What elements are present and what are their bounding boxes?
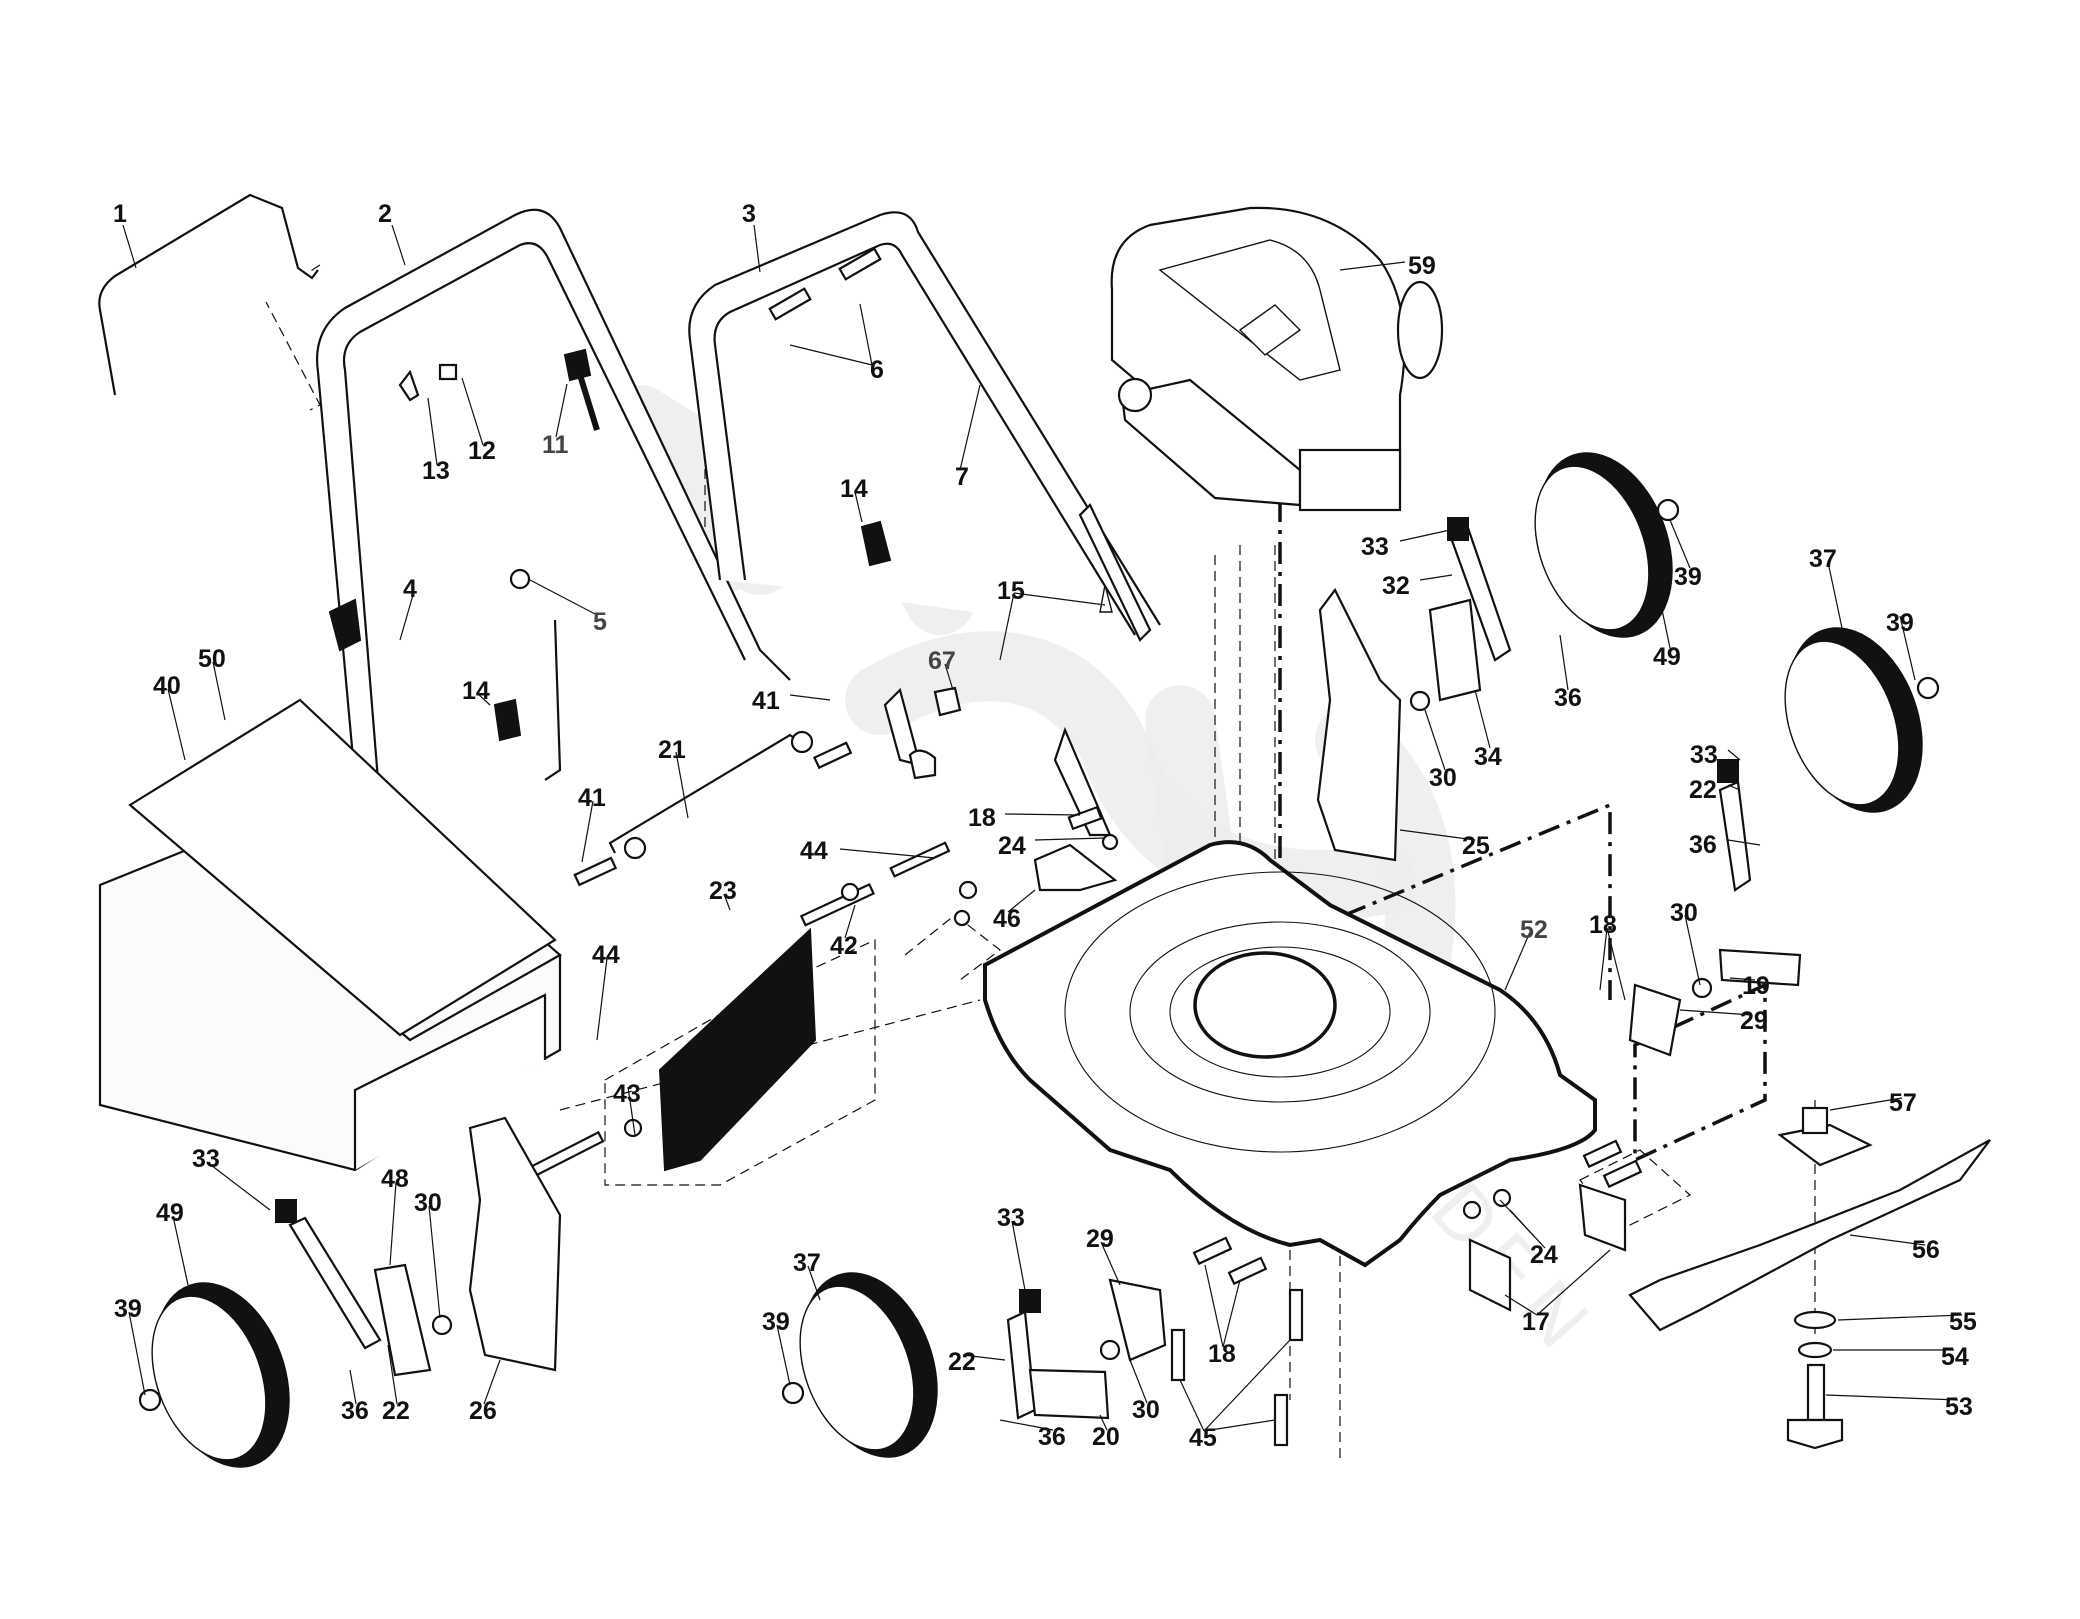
leader-lines xyxy=(122,224,1963,1432)
callout-30-left: 30 xyxy=(414,1189,442,1217)
callout-24-bottom: 24 xyxy=(1530,1241,1558,1269)
callout-22-right: 22 xyxy=(1689,776,1717,804)
callout-19: 19 xyxy=(1742,972,1770,1000)
callout-50: 50 xyxy=(198,645,226,673)
callout-59: 59 xyxy=(1408,252,1436,280)
callout-39-right: 39 xyxy=(1886,609,1914,637)
callout-23: 23 xyxy=(709,877,737,905)
side-bracket-parts xyxy=(468,587,1402,1372)
wheel-parts xyxy=(138,452,1940,1468)
callout-41-top: 41 xyxy=(752,687,780,715)
callout-57: 57 xyxy=(1889,1089,1917,1117)
callout-67: 67 xyxy=(928,647,956,675)
callout-36-right: 36 xyxy=(1689,831,1717,859)
callout-25: 25 xyxy=(1462,832,1490,860)
callout-34: 34 xyxy=(1474,743,1502,771)
callout-18-top: 18 xyxy=(968,804,996,832)
lower-handle-part xyxy=(688,211,1161,767)
callout-29-right: 29 xyxy=(1740,1007,1768,1035)
callout-56: 56 xyxy=(1912,1236,1940,1264)
callout-33-left: 33 xyxy=(192,1145,220,1173)
blade-parts xyxy=(1628,1106,1991,1450)
callout-39-top: 39 xyxy=(1674,563,1702,591)
callout-1: 1 xyxy=(113,200,127,228)
callout-49-top: 49 xyxy=(1653,643,1681,671)
grass-bag-part xyxy=(98,698,562,1172)
callout-45: 45 xyxy=(1189,1424,1217,1452)
callout-44-left: 44 xyxy=(592,941,620,969)
callout-36-left: 36 xyxy=(341,1397,369,1425)
callout-12: 12 xyxy=(468,437,496,465)
callout-17: 17 xyxy=(1522,1308,1550,1336)
callout-36-top: 36 xyxy=(1554,684,1582,712)
callout-39-bottom: 39 xyxy=(762,1308,790,1336)
callout-48: 48 xyxy=(381,1165,409,1193)
callout-36-bottom: 36 xyxy=(1038,1423,1066,1451)
callout-33-middle: 33 xyxy=(997,1204,1025,1232)
callout-26: 26 xyxy=(469,1397,497,1425)
callout-labels: 1 2 3 4 5 6 7 11 12 13 14 14 15 17 18 18… xyxy=(113,200,1977,1452)
callout-13: 13 xyxy=(422,457,450,485)
callout-37-right: 37 xyxy=(1809,545,1837,573)
callout-4: 4 xyxy=(403,575,417,603)
callout-30-right: 30 xyxy=(1670,899,1698,927)
callout-18-right: 18 xyxy=(1589,911,1617,939)
callout-15: 15 xyxy=(997,577,1025,605)
callout-6: 6 xyxy=(870,356,884,384)
callout-3: 3 xyxy=(742,200,756,228)
callout-42: 42 xyxy=(830,932,858,960)
callout-43: 43 xyxy=(613,1080,641,1108)
callout-30-bottom: 30 xyxy=(1132,1396,1160,1424)
callout-33-top: 33 xyxy=(1361,533,1389,561)
callout-11: 11 xyxy=(542,431,569,459)
rod-and-bolts xyxy=(573,730,937,887)
callout-54: 54 xyxy=(1941,1343,1969,1371)
callout-37-bottom: 37 xyxy=(793,1249,821,1277)
callout-41-left: 41 xyxy=(578,784,606,812)
callout-21: 21 xyxy=(658,736,686,764)
callout-39-left: 39 xyxy=(114,1295,142,1323)
callout-55: 55 xyxy=(1949,1308,1977,1336)
callout-14-upper: 14 xyxy=(840,475,868,503)
callout-7: 7 xyxy=(955,463,969,491)
callout-40: 40 xyxy=(153,672,181,700)
callout-22-middle: 22 xyxy=(948,1348,976,1376)
handle-hardware xyxy=(328,247,1113,742)
callout-20: 20 xyxy=(1092,1423,1120,1451)
callout-46: 46 xyxy=(993,905,1021,933)
callout-2: 2 xyxy=(378,200,392,228)
callout-33-right: 33 xyxy=(1690,741,1718,769)
callout-52: 52 xyxy=(1520,916,1548,944)
callout-49-left: 49 xyxy=(156,1199,184,1227)
callout-14-lower: 14 xyxy=(462,677,490,705)
height-adjust-parts xyxy=(275,517,1802,1420)
rear-door-part xyxy=(525,882,876,1186)
engine-part xyxy=(1110,206,1444,512)
callout-18-bottom: 18 xyxy=(1208,1340,1236,1368)
callout-29-bottom: 29 xyxy=(1086,1225,1114,1253)
control-bail-part xyxy=(98,193,319,396)
callout-32: 32 xyxy=(1382,572,1410,600)
callout-30-top: 30 xyxy=(1429,764,1457,792)
callout-5: 5 xyxy=(593,608,607,636)
callout-44-top: 44 xyxy=(800,837,828,865)
under-deck-hardware xyxy=(889,805,1643,1447)
callout-22-left: 22 xyxy=(382,1397,410,1425)
callout-53: 53 xyxy=(1945,1393,1973,1421)
callout-24-top: 24 xyxy=(998,832,1026,860)
deck-part xyxy=(983,840,1597,1268)
